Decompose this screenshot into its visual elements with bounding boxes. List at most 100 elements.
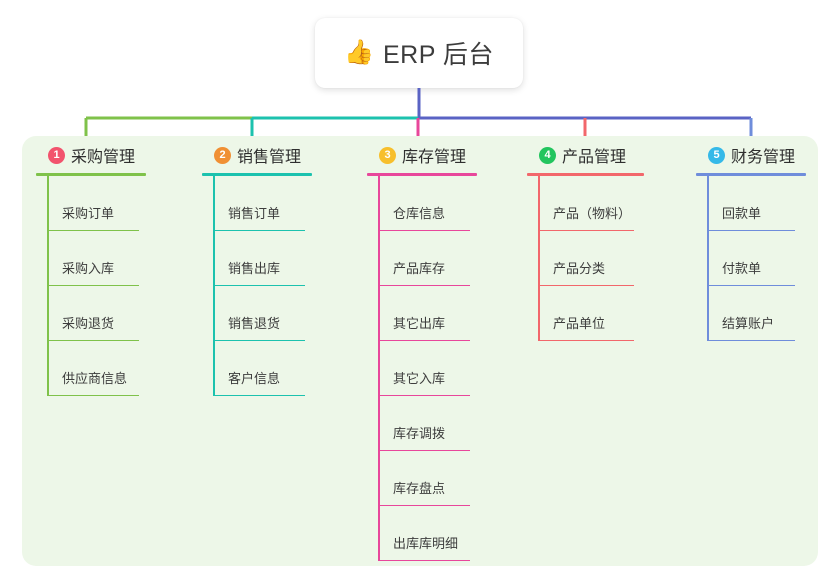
branch-column-4: 4 产品管理产品（物料） 产品分类产品单位 [527,142,644,341]
branch-header-4[interactable]: 4 产品管理 [527,142,644,168]
branch-title: 产品管理 [562,149,627,166]
branch-child-rule [707,284,795,286]
branch-child-item[interactable]: 库存盘点 [367,451,477,506]
branch-child-item[interactable]: 客户信息 [202,341,312,396]
branch-child-label: 其它出库 [393,316,446,331]
branch-child-item[interactable]: 产品分类 [527,231,644,286]
root-title: ERP 后台 [382,41,494,69]
branch-number-badge: 4 [539,146,556,164]
branch-child-rule [707,229,795,231]
branch-child-label: 采购退货 [62,316,115,331]
branch-children: 销售订单销售出库销售退货客户信息 [202,176,312,396]
branch-child-label: 采购订单 [62,206,115,221]
branch-child-rule [538,284,634,286]
branch-spine [538,176,540,341]
branch-title: 财务管理 [731,149,796,166]
branch-child-label: 销售出库 [228,261,281,276]
branch-child-label: 回款单 [722,206,762,221]
branch-child-item[interactable]: 其它出库 [367,286,477,341]
branch-title: 销售管理 [237,149,302,166]
branch-child-rule [47,229,139,231]
branch-spine [378,176,380,561]
branch-child-rule [47,284,139,286]
branch-child-item[interactable]: 付款单 [696,231,806,286]
branch-child-item[interactable]: 销售出库 [202,231,312,286]
branch-child-rule [213,394,305,396]
branch-column-2: 2 销售管理销售订单销售出库销售退货客户信息 [202,142,312,396]
branch-children: 产品（物料） 产品分类产品单位 [527,176,644,341]
branch-child-item[interactable]: 出库库明细 [367,506,477,561]
branch-header-rule [527,173,644,176]
branch-title: 库存管理 [402,149,467,166]
branch-child-item[interactable]: 采购订单 [36,176,146,231]
branch-child-rule [213,284,305,286]
branch-child-rule [378,504,470,506]
branch-child-rule [378,559,470,561]
branch-spine [47,176,49,396]
branch-child-item[interactable]: 回款单 [696,176,806,231]
branch-child-label: 其它入库 [393,371,446,386]
branches-panel [22,136,818,566]
branch-child-label: 库存盘点 [393,481,446,496]
branch-child-rule [47,394,139,396]
branch-header-rule [696,173,806,176]
branch-child-item[interactable]: 采购入库 [36,231,146,286]
branch-child-label: 产品单位 [553,316,606,331]
branch-child-item[interactable]: 采购退货 [36,286,146,341]
branch-child-label: 产品库存 [393,261,446,276]
branch-number-badge: 1 [48,146,65,164]
branch-child-label: 客户信息 [228,371,281,386]
branch-number-badge: 5 [708,146,725,164]
branch-child-item[interactable]: 供应商信息 [36,341,146,396]
branch-title: 采购管理 [71,149,136,166]
branch-child-item[interactable]: 产品（物料） [527,176,644,231]
branch-child-rule [213,339,305,341]
branch-child-rule [378,229,470,231]
branch-child-label: 仓库信息 [393,206,446,221]
branch-child-item[interactable]: 销售订单 [202,176,312,231]
branch-child-rule [707,339,795,341]
branch-child-label: 付款单 [722,261,762,276]
thumbs-up-icon: 👍 [344,39,374,66]
branch-child-label: 产品（物料） [553,206,632,221]
branch-child-label: 结算账户 [722,316,775,331]
branch-child-rule [378,339,470,341]
branch-children: 仓库信息产品库存其它出库其它入库库存调拨库存盘点出库库明细 [367,176,477,561]
branch-child-rule [378,449,470,451]
branch-header-rule [202,173,312,176]
branch-child-item[interactable]: 产品库存 [367,231,477,286]
branch-child-label: 供应商信息 [62,371,128,386]
branch-children: 采购订单采购入库采购退货供应商信息 [36,176,146,396]
branch-child-item[interactable]: 库存调拨 [367,396,477,451]
branch-child-label: 出库库明细 [393,536,459,551]
branch-header-1[interactable]: 1 采购管理 [36,142,146,168]
branch-header-rule [367,173,477,176]
branch-child-label: 采购入库 [62,261,115,276]
branch-child-rule [47,339,139,341]
branch-child-rule [538,339,634,341]
branch-column-1: 1 采购管理采购订单采购入库采购退货供应商信息 [36,142,146,396]
branch-header-rule [36,173,146,176]
branch-child-item[interactable]: 仓库信息 [367,176,477,231]
branch-child-rule [378,284,470,286]
root-node[interactable]: 👍 ERP 后台 [315,18,523,88]
branch-child-item[interactable]: 其它入库 [367,341,477,396]
branch-child-item[interactable]: 销售退货 [202,286,312,341]
branch-header-5[interactable]: 5 财务管理 [696,142,806,168]
branch-child-label: 产品分类 [553,261,606,276]
branch-child-rule [378,394,470,396]
branch-child-item[interactable]: 产品单位 [527,286,644,341]
branch-header-2[interactable]: 2 销售管理 [202,142,312,168]
branch-child-label: 销售退货 [228,316,281,331]
branch-number-badge: 2 [214,146,231,164]
branch-spine [213,176,215,396]
branch-child-rule [213,229,305,231]
branch-child-rule [538,229,634,231]
branch-child-item[interactable]: 结算账户 [696,286,806,341]
branch-child-label: 销售订单 [228,206,281,221]
branch-column-5: 5 财务管理回款单付款单结算账户 [696,142,806,341]
branch-child-label: 库存调拨 [393,426,446,441]
